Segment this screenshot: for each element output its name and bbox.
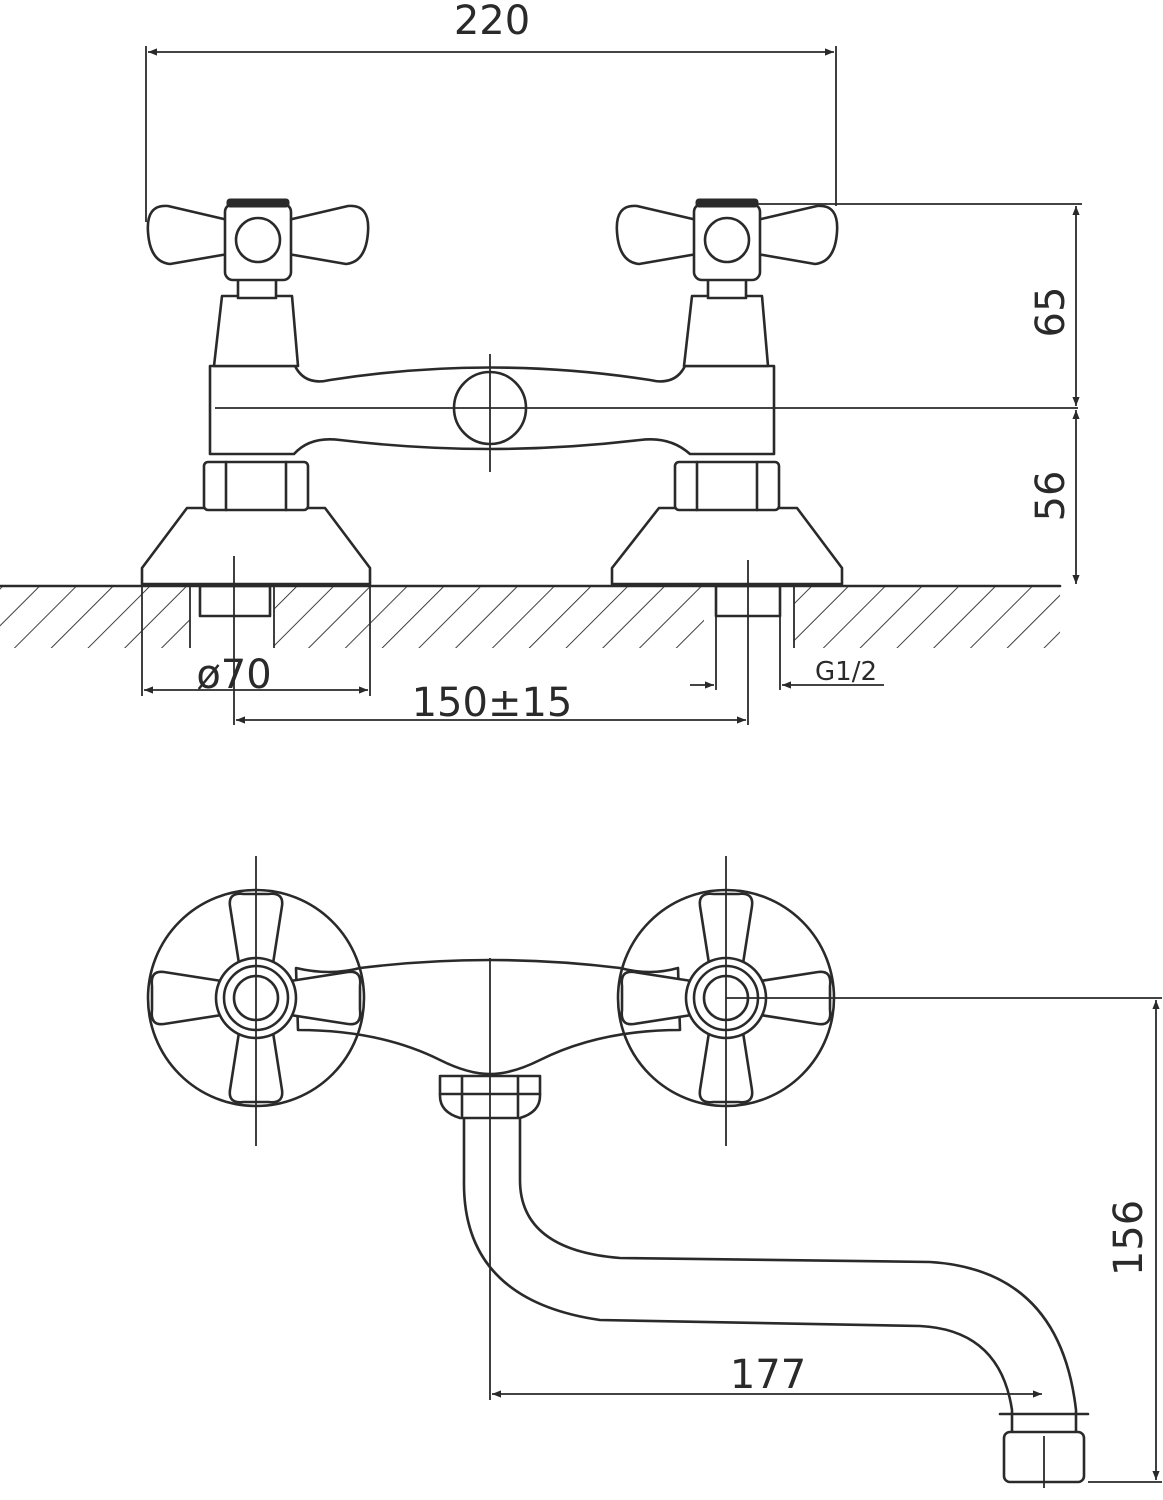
dimension-thread: G1/2	[690, 657, 884, 689]
dimension-spout-height: 156	[726, 997, 1162, 1483]
right-wall-flange	[610, 506, 844, 586]
dimension-spout-reach: 177	[492, 1352, 1045, 1488]
label-150-15: 150±15	[412, 680, 573, 726]
front-elevation-view: 220 65 56 ø70 150±15 G1/2	[0, 0, 1082, 726]
spout-inner-line	[518, 1116, 1078, 1438]
label-220: 220	[454, 0, 530, 44]
left-cross-handle	[146, 197, 370, 282]
left-wall-flange	[140, 506, 372, 586]
wall-hatching	[0, 584, 1062, 648]
label-65: 65	[1028, 287, 1074, 338]
mixer-body-top	[294, 958, 682, 1076]
label-diameter-70: ø70	[196, 652, 271, 698]
top-view: 156 177	[146, 856, 1162, 1488]
right-cross-handle	[615, 197, 839, 282]
label-156: 156	[1106, 1200, 1152, 1276]
right-hex-nut	[673, 460, 781, 512]
label-177: 177	[730, 1352, 806, 1398]
left-hex-nut	[202, 460, 310, 512]
label-56: 56	[1028, 471, 1074, 522]
right-valve-body	[682, 294, 770, 368]
dimension-center-distance: 150±15	[236, 680, 746, 726]
label-g1-2: G1/2	[815, 657, 877, 687]
inlet-pipes	[189, 584, 795, 690]
dimension-base-diameter: ø70	[141, 584, 371, 698]
left-valve-body	[212, 294, 300, 368]
dimension-width-overall: 220	[145, 0, 837, 222]
spout-outer-line	[462, 1116, 1014, 1438]
dimension-heights: 65 56	[756, 203, 1082, 584]
